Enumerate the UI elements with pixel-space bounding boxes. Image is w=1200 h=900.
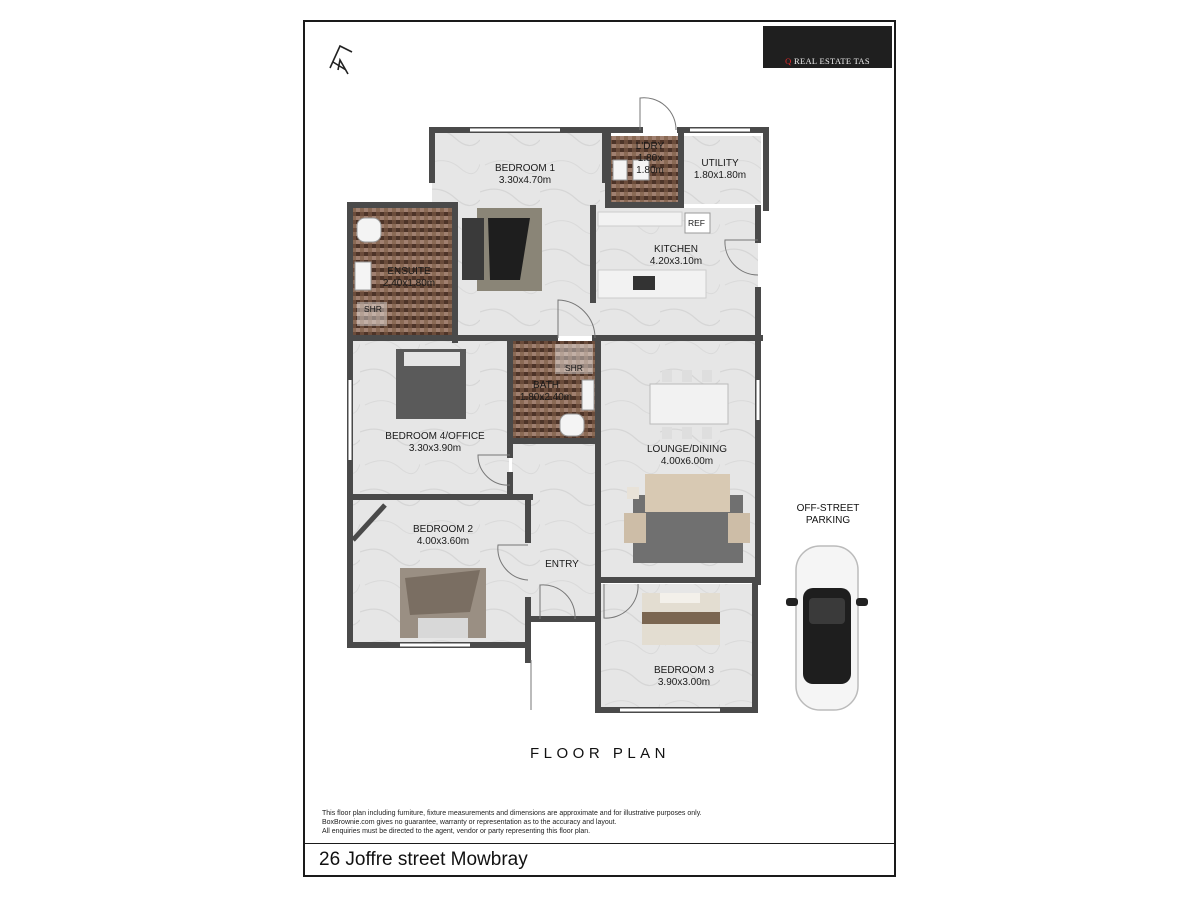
doors (477, 97, 759, 710)
ensuite-fixtures (354, 217, 387, 326)
car-icon (786, 545, 868, 711)
bath-fixtures (555, 344, 595, 437)
door-kitchen-side (724, 239, 759, 276)
address-bar: 26 Joffre street Mowbray (303, 843, 896, 877)
furniture (354, 159, 750, 645)
door-bedroom-4 (477, 454, 511, 486)
label-entry: ENTRY (545, 559, 579, 570)
door-bedroom-3 (603, 583, 639, 619)
lounge-sofa (624, 474, 750, 563)
label-bath-shower: SHR (565, 363, 583, 373)
door-utility-ext (639, 97, 677, 131)
property-address: 26 Joffre street Mowbray (319, 849, 528, 870)
door-entry (539, 584, 576, 620)
plan-title: FLOOR PLAN (529, 745, 671, 762)
brand-logo: Q REAL ESTATE TAS (763, 26, 892, 68)
label-ensuite-shower: SHR (364, 304, 382, 314)
bed-bedroom-2 (400, 568, 486, 638)
bedroom-2-corner-wall (351, 503, 387, 542)
dining-table (649, 370, 729, 439)
brand-logo-letter: Q (785, 56, 792, 66)
windows (348, 128, 760, 712)
floor-utility (679, 136, 761, 204)
walls (347, 127, 769, 713)
north-arrow-icon (329, 44, 353, 75)
kitchen-island (597, 211, 711, 299)
bed-bedroom-1 (462, 208, 542, 291)
brand-logo-text: Q REAL ESTATE TAS (785, 56, 870, 66)
laundry-fixtures (612, 159, 650, 181)
door-bedroom-1 (557, 299, 596, 339)
bed-bedroom-3 (642, 593, 720, 645)
label-fridge: REF (688, 218, 705, 228)
disclaimer: This floor plan including furniture, fix… (322, 810, 702, 835)
page-frame (303, 20, 896, 877)
bed-bedroom-4 (396, 349, 466, 419)
door-bedroom-2 (497, 544, 529, 581)
